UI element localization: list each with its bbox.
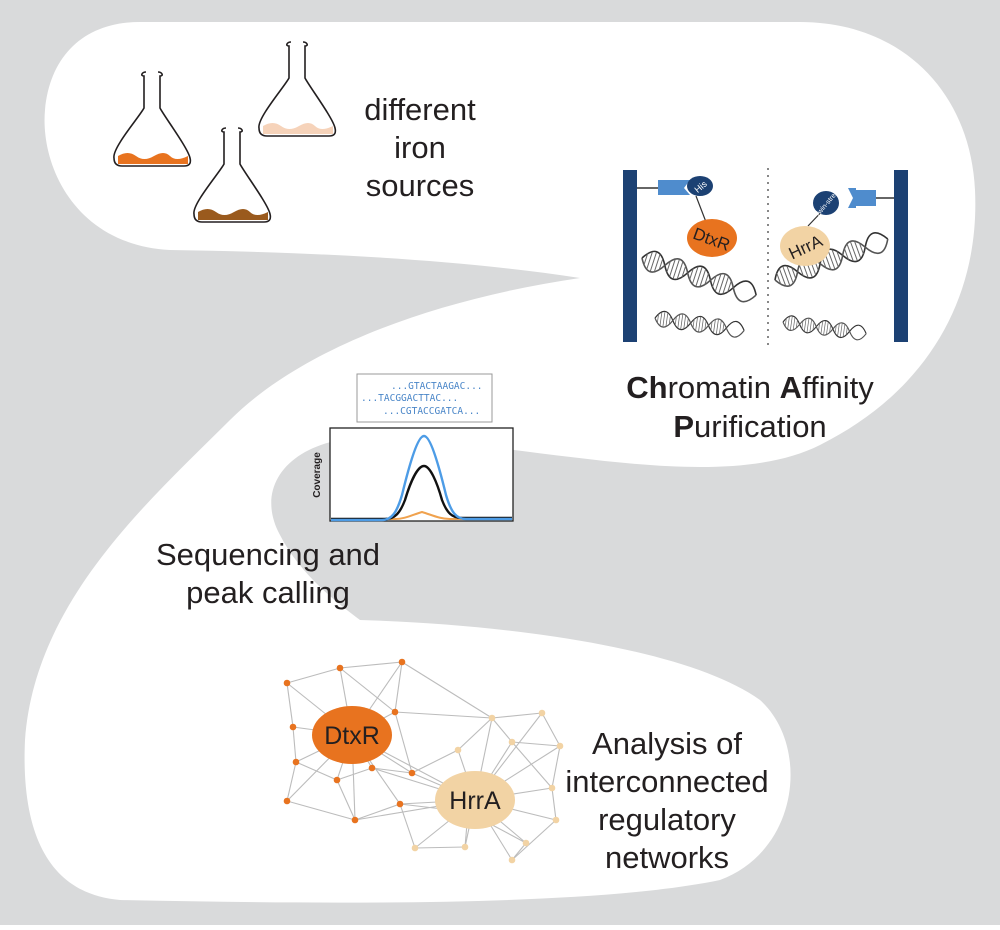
network-node <box>461 843 469 851</box>
read-3: ...CGTACCGATCA... <box>383 406 480 417</box>
network-node <box>283 797 291 805</box>
step2-caption-line2: Purification <box>673 409 826 444</box>
network-node <box>508 856 516 864</box>
coverage-curve-blue <box>331 434 512 522</box>
tag-block-left <box>658 180 680 195</box>
step1-caption-line2: iron <box>394 130 446 165</box>
step1-caption-line1: different <box>364 92 476 127</box>
network-node <box>336 664 344 672</box>
network-node <box>552 816 560 824</box>
coverage-curve-orange <box>331 510 512 520</box>
network-node <box>283 679 291 687</box>
network-node <box>556 742 564 750</box>
network-node <box>522 839 530 847</box>
reads-box <box>356 373 493 423</box>
flask-peach <box>258 41 337 137</box>
step2-caption-line1: Chromatin Affinity <box>626 370 874 405</box>
hrra-protein <box>780 226 830 266</box>
flask-brown <box>193 127 272 223</box>
network-node <box>548 784 556 792</box>
network-hub-hrra-label: HrrA <box>449 787 501 815</box>
step1-caption-line3: sources <box>366 168 475 203</box>
network-node <box>351 816 359 824</box>
network-node <box>408 769 416 777</box>
network-node <box>454 746 462 754</box>
tag-block-right <box>856 190 876 206</box>
coverage-plot-frame <box>329 427 514 522</box>
read-1: ...GTACTAAGAC... <box>391 381 483 392</box>
network-hub-dtxr-label: DtxR <box>324 722 380 750</box>
network-node <box>333 776 341 784</box>
column-bar-left <box>623 170 637 342</box>
network-hub-dtxr <box>312 706 392 764</box>
coverage-curve-black <box>331 464 512 521</box>
cap-panel: His DtxR Twin-strep HrrA <box>623 168 908 345</box>
network-node <box>368 764 376 772</box>
flask-orange <box>113 71 192 167</box>
coverage-axis-label: Coverage <box>312 452 323 498</box>
network-node <box>289 723 297 731</box>
network-node <box>391 708 399 716</box>
dtxr-protein <box>687 219 737 257</box>
workflow-band <box>24 22 976 903</box>
step4-caption-line4: networks <box>605 840 729 875</box>
network-node <box>398 658 406 666</box>
step3-caption-line1: Sequencing and <box>156 537 380 572</box>
step4-caption-line2: interconnected <box>565 764 768 799</box>
twin-strep-tag <box>813 191 839 215</box>
network-node <box>538 709 546 717</box>
read-2: ...TACGGACTTAC... <box>361 393 458 404</box>
network-hub-hrra <box>435 771 515 829</box>
step4-caption-line1: Analysis of <box>592 726 742 761</box>
regulatory-network: DtxR HrrA <box>283 658 564 864</box>
network-node <box>396 800 404 808</box>
network-node <box>292 758 300 766</box>
step3-caption-line2: peak calling <box>186 575 350 610</box>
column-bar-right <box>894 170 908 342</box>
network-node <box>488 714 496 722</box>
step4-caption-line3: regulatory <box>598 802 736 837</box>
network-node <box>508 738 516 746</box>
his-tag <box>687 176 713 196</box>
network-node <box>411 844 419 852</box>
